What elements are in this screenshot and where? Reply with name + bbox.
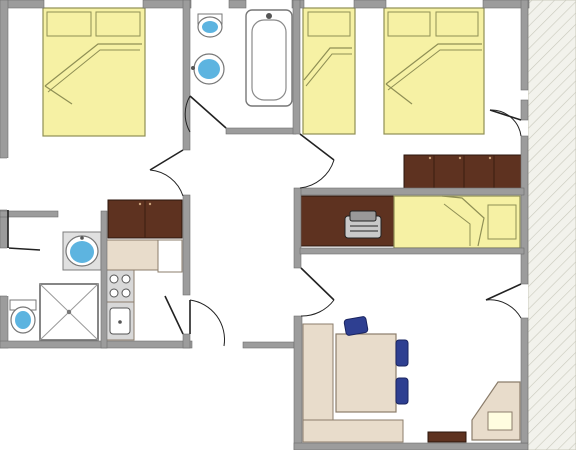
typewriter-icon bbox=[344, 210, 382, 239]
dining-chair-top bbox=[343, 316, 369, 336]
toilet-bathroom-2 bbox=[9, 299, 37, 334]
door-bedroom-2-balcony bbox=[489, 109, 522, 137]
door-living-room bbox=[300, 267, 335, 317]
toilet-bathroom-1 bbox=[197, 13, 223, 38]
door-living-room-balcony bbox=[485, 283, 522, 319]
door-kitchen bbox=[164, 295, 184, 335]
sofa-bed-living-room bbox=[393, 195, 521, 249]
hallway-cabinet bbox=[107, 199, 183, 239]
dining-counter-l-shape bbox=[302, 323, 404, 443]
wardrobe-bedroom-2 bbox=[403, 154, 525, 190]
tv-desk-living-room bbox=[299, 195, 396, 247]
kitchen-sink bbox=[105, 301, 135, 341]
door-entrance bbox=[189, 299, 225, 347]
tv-corner-unit bbox=[471, 381, 521, 441]
dining-chair-right-1 bbox=[395, 339, 409, 367]
door-bedroom-1 bbox=[149, 149, 184, 197]
washbasin-bathroom-1 bbox=[191, 53, 225, 85]
balcony-terrace bbox=[527, 0, 576, 450]
single-bed-bedroom-2 bbox=[302, 7, 356, 135]
cooktop bbox=[105, 269, 135, 303]
dining-table bbox=[335, 333, 397, 413]
washbasin-bathroom-2 bbox=[62, 231, 102, 271]
shower-tray bbox=[39, 283, 99, 341]
walls bbox=[0, 0, 530, 450]
door-bedroom-2 bbox=[299, 133, 335, 189]
doors bbox=[7, 95, 522, 347]
dining-chair-right-2 bbox=[395, 377, 409, 405]
bathtub bbox=[245, 9, 293, 107]
living-room-shelf bbox=[427, 431, 467, 443]
double-bed-bedroom-1 bbox=[42, 7, 146, 137]
door-bathroom-1 bbox=[184, 95, 227, 133]
door-bathroom-2 bbox=[7, 210, 41, 251]
double-bed-bedroom-2 bbox=[383, 7, 485, 135]
kitchenette-counter bbox=[105, 239, 183, 273]
